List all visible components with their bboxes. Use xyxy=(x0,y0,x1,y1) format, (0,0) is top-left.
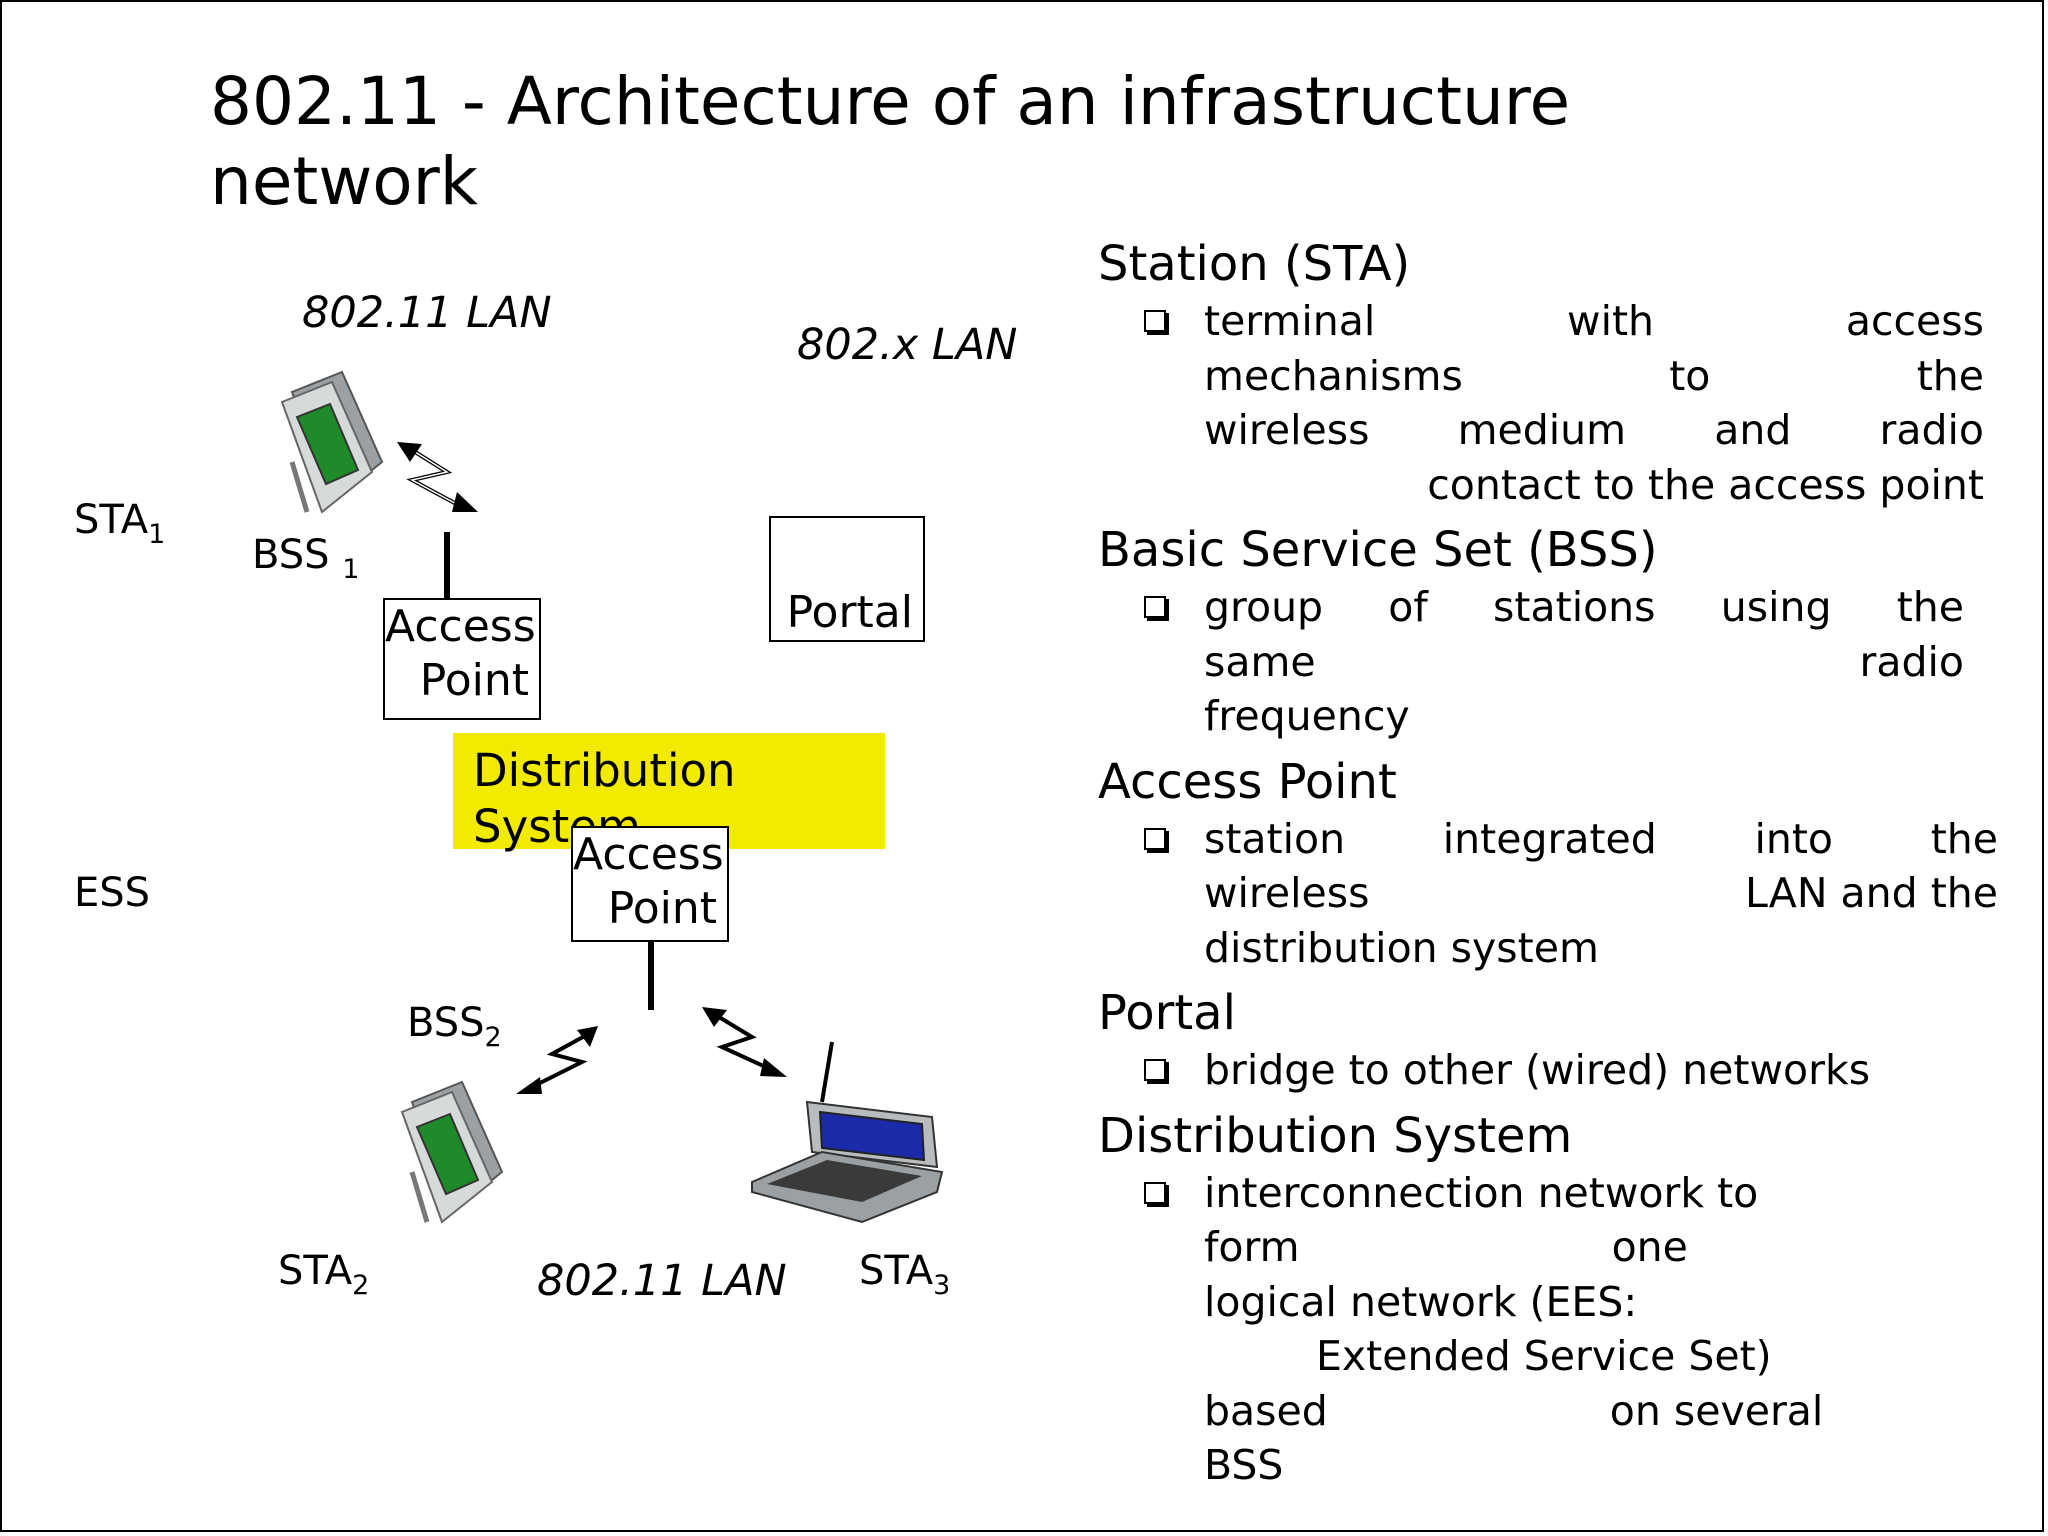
square-bullet-icon xyxy=(1144,596,1166,618)
station-item: terminal with access mechanisms to the w… xyxy=(1098,294,1984,512)
pda-icon xyxy=(400,1080,504,1224)
square-bullet-icon xyxy=(1144,1181,1166,1204)
bss-heading: Basic Service Set (BSS) xyxy=(1098,522,1658,578)
lan-label-top-right: 802.x LAN xyxy=(797,320,1018,370)
access-point-heading: Access Point xyxy=(1098,753,1397,810)
architecture-diagram xyxy=(280,370,944,1224)
slide-title: 802.11 - Architecture of an infrastructu… xyxy=(210,62,1570,222)
wireless-link-icon xyxy=(397,442,478,512)
wireless-link-icon xyxy=(702,1007,787,1077)
lan-label-top-left: 802.11 LAN xyxy=(302,288,552,338)
wireless-link-icon xyxy=(516,1026,598,1094)
bss-item: group of stations using the same radio f… xyxy=(1098,580,1964,744)
title-line-2: network xyxy=(210,143,479,220)
lan-label-bottom: 802.11 LAN xyxy=(537,1256,787,1306)
sta2-label: STA2 xyxy=(278,1248,370,1301)
title-line-1: 802.11 - Architecture of an infrastructu… xyxy=(210,63,1571,140)
pda-icon xyxy=(280,370,384,514)
sta1-label: STA1 xyxy=(74,497,166,550)
station-heading: Station (STA) xyxy=(1098,236,1411,292)
ess-label: ESS xyxy=(74,870,151,916)
bss1-label: BSS 1 xyxy=(252,532,360,585)
square-bullet-icon xyxy=(1144,310,1166,332)
portal-item: bridge to other (wired) networks xyxy=(1098,1043,1998,1098)
laptop-icon xyxy=(751,1041,944,1224)
square-bullet-icon xyxy=(1144,827,1166,850)
square-bullet-icon xyxy=(1144,1059,1166,1081)
distribution-system-heading: Distribution System xyxy=(1098,1107,1573,1164)
portal-heading: Portal xyxy=(1098,985,1236,1041)
sta3-label: STA3 xyxy=(859,1248,951,1301)
definitions-panel: Station (STA) terminal with access mecha… xyxy=(1098,234,1998,1501)
bss2-label: BSS2 xyxy=(407,1000,502,1053)
portal-box: Portal xyxy=(769,516,925,642)
